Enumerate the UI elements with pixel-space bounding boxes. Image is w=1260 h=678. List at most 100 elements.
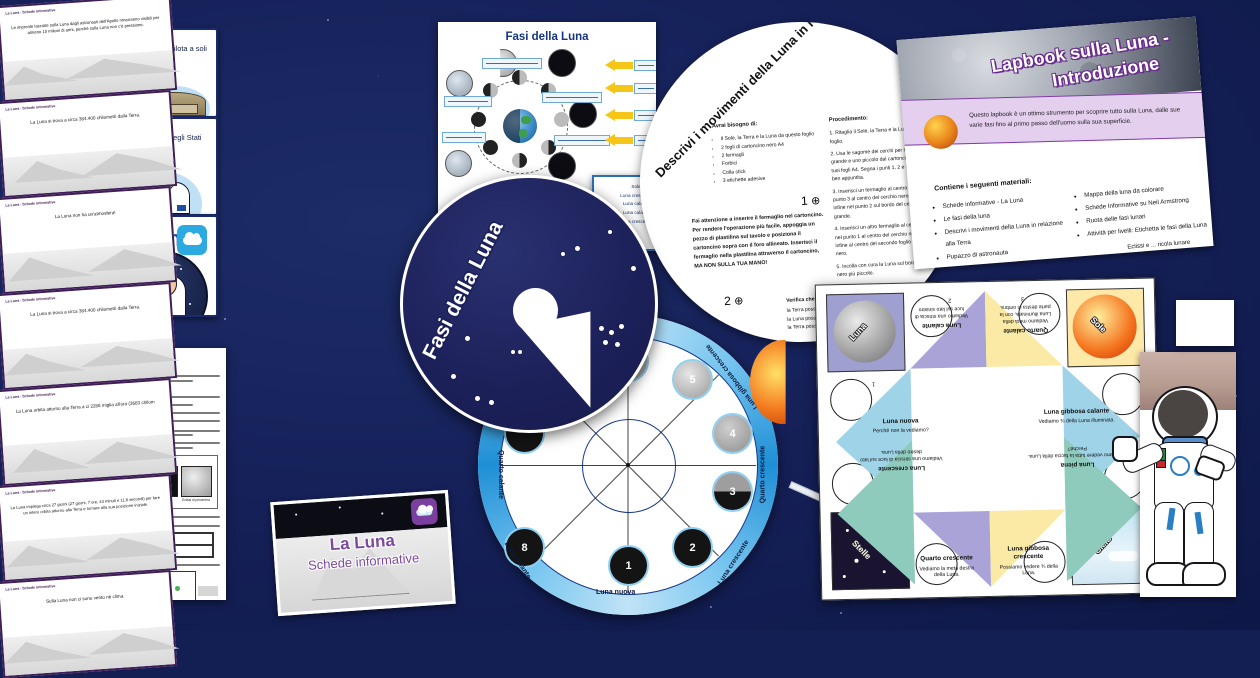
star-speck	[840, 612, 842, 614]
orbit-moon	[471, 112, 486, 127]
phase-image	[445, 150, 472, 177]
wheel-label-luna-nuova: Luna nuova	[596, 589, 636, 596]
wheel-label-quarto-crescente: Quarto crescente	[759, 445, 767, 504]
card-body: La Luna orbita attorno alla Terra a ci 2…	[15, 399, 155, 414]
star-speck	[327, 19, 329, 21]
luna-card[interactable]: La Luna - Schede informative Sulla Luna …	[0, 570, 177, 678]
fasi-della-luna-disc[interactable]: Fasi della Luna	[400, 175, 658, 433]
astronaut-glove	[1112, 436, 1138, 462]
wheel-moon-1[interactable]: 1	[610, 547, 647, 584]
flap-text-gibbosa-crescente: Luna gibbosa crescente Possiamo vedere ¾…	[999, 544, 1058, 577]
answer-box[interactable]	[554, 135, 610, 146]
material-extra: Eclissi e ... ricola lunare	[1127, 239, 1191, 251]
wheel-moon-5[interactable]: 5	[674, 361, 711, 398]
contains-heading: Contiene i seguenti materiali:	[933, 177, 1032, 193]
poster-canvas: Fasi della Luna	[0, 0, 1260, 630]
arrow-tail	[615, 62, 633, 69]
star-speck	[1235, 395, 1237, 397]
answer-box[interactable]	[482, 58, 542, 69]
eclipse-thumb: Eclissi di penombra	[180, 465, 212, 502]
card-body: Sulla Luna non ci sono vento né clima.	[45, 593, 125, 604]
wheel-moon-4[interactable]: 4	[714, 415, 751, 452]
moon-fortune-teller[interactable]: Luna Sole Stelle Cielo 2 3 1 4 8	[814, 277, 1162, 601]
instruction-warning: Fai attenzione a inserire il fermaglio n…	[691, 211, 824, 270]
orbit-moon	[512, 153, 527, 168]
disc-title: Fasi della Luna	[418, 217, 508, 363]
legend-item: Luna crescente	[620, 218, 652, 224]
disc-center-hole	[513, 288, 558, 333]
wheel-core-circle	[582, 419, 676, 513]
needs-heading: Avrai bisogno di:	[711, 121, 758, 130]
phase-image	[569, 100, 597, 128]
marker-one: 1 ⊕	[800, 193, 821, 208]
legend-item: Luna calante	[622, 210, 650, 216]
arrow-tail	[615, 137, 633, 144]
answer-box[interactable]	[634, 60, 656, 71]
flap-text-luna-crescente: Luna crescente Vediamo una striscia di l…	[860, 448, 943, 473]
orbit-moon	[483, 83, 498, 98]
flap-text-quarto-crescente: Quarto crescente Vediamo la metà destra …	[919, 554, 975, 579]
astronaut-puppet[interactable]	[1112, 386, 1239, 598]
corner-sole: Sole	[1065, 287, 1146, 368]
phase-image	[446, 70, 473, 97]
luna-card[interactable]: La Luna - Schede informative La Luna orb…	[0, 378, 177, 486]
flap-text-luna-nuova: Luna nuova Perché non la vediamo?	[872, 417, 929, 435]
flap-text-gibbosa-calante: Luna gibbosa calante Vediamo ¾ della Lun…	[1038, 407, 1115, 426]
wheel-moon-2[interactable]: 2	[674, 529, 711, 566]
earth-dot	[174, 585, 180, 591]
card-body: Le impronte lasciate sulla Luna dagli as…	[11, 14, 160, 36]
wheel-moon-3[interactable]: 3	[714, 473, 751, 510]
card-header: La Luna - Schede informative	[5, 8, 56, 16]
astronaut-right-leg	[1184, 502, 1214, 572]
orbit-moon	[541, 140, 556, 155]
arrow-tail	[615, 85, 633, 92]
materials-right: Mappa della luna da colorare Schede Info…	[1075, 180, 1211, 243]
flap-text-quarto-calante: Quarto calante Vediamo metà della Luna i…	[999, 303, 1052, 335]
moon-terrain	[2, 626, 175, 676]
star-speck	[224, 318, 226, 320]
luna-card[interactable]: La Luna - Schede informative La Luna si …	[0, 282, 177, 390]
arrow-left-icon	[605, 82, 615, 94]
arrow-left-icon	[605, 134, 615, 146]
arrow-left-icon	[605, 109, 615, 121]
card-body: La Luna si trova a circa 384.400 chilome…	[30, 304, 141, 317]
fasi-sheet-title: Fasi della Luna	[505, 31, 589, 43]
answer-box[interactable]	[442, 132, 486, 143]
footer-mark	[198, 586, 218, 596]
orbit-moon	[554, 112, 569, 127]
luna-card[interactable]: La Luna - Schede informative Le impronte…	[0, 0, 177, 102]
earth-globe	[503, 109, 537, 143]
answer-box[interactable]	[634, 83, 656, 94]
fasi-della-luna-sheet[interactable]: Fasi della Luna	[438, 22, 656, 222]
answer-box[interactable]	[444, 96, 492, 107]
answer-box[interactable]	[634, 110, 656, 121]
astronaut-right-boot	[1182, 562, 1226, 586]
card-body: La Luna impiega circa 27 giorni (27 gior…	[10, 494, 161, 516]
phase-image	[548, 49, 576, 77]
lapbook-intro-sheet[interactable]: Lapbook sulla Luna - Introduzione Questo…	[896, 16, 1214, 270]
luna-card[interactable]: La Luna - Schede informative La Luna imp…	[0, 474, 177, 582]
luna-title-card[interactable]: La Luna Schede informative	[270, 489, 456, 617]
star-speck	[710, 606, 712, 608]
side-sheet[interactable]	[1176, 300, 1234, 346]
sun-graphic	[750, 340, 786, 424]
card-body: La Luna si trova a circa 384.400 chilome…	[30, 112, 141, 125]
suit-dial	[1170, 456, 1190, 476]
materials-left: Schede informative - La Luna Le fasi del…	[933, 191, 1074, 266]
phase-image	[548, 152, 576, 180]
answer-box[interactable]	[542, 92, 602, 103]
luna-card[interactable]: La Luna - Schede informative La Luna non…	[0, 186, 177, 294]
flap-text-luna-calante: Luna calante Vediamo una striscia di luc…	[914, 305, 969, 330]
twinkl-logo	[410, 497, 439, 526]
wheel-label-quarto-calante: Quarto calante	[497, 449, 505, 500]
twinkl-logo	[177, 225, 207, 255]
wheel-moon-8[interactable]: 8	[506, 529, 543, 566]
luna-card[interactable]: La Luna - Schede informative La Luna si …	[0, 90, 177, 198]
legend-item: Sole	[631, 184, 641, 189]
helmet-visor	[1158, 390, 1208, 438]
arrow-tail	[615, 112, 633, 119]
orbit-moon	[512, 70, 527, 85]
disc-cutout-window	[520, 311, 610, 419]
corner-luna: Luna	[825, 292, 906, 373]
arrow-left-icon	[605, 59, 615, 71]
